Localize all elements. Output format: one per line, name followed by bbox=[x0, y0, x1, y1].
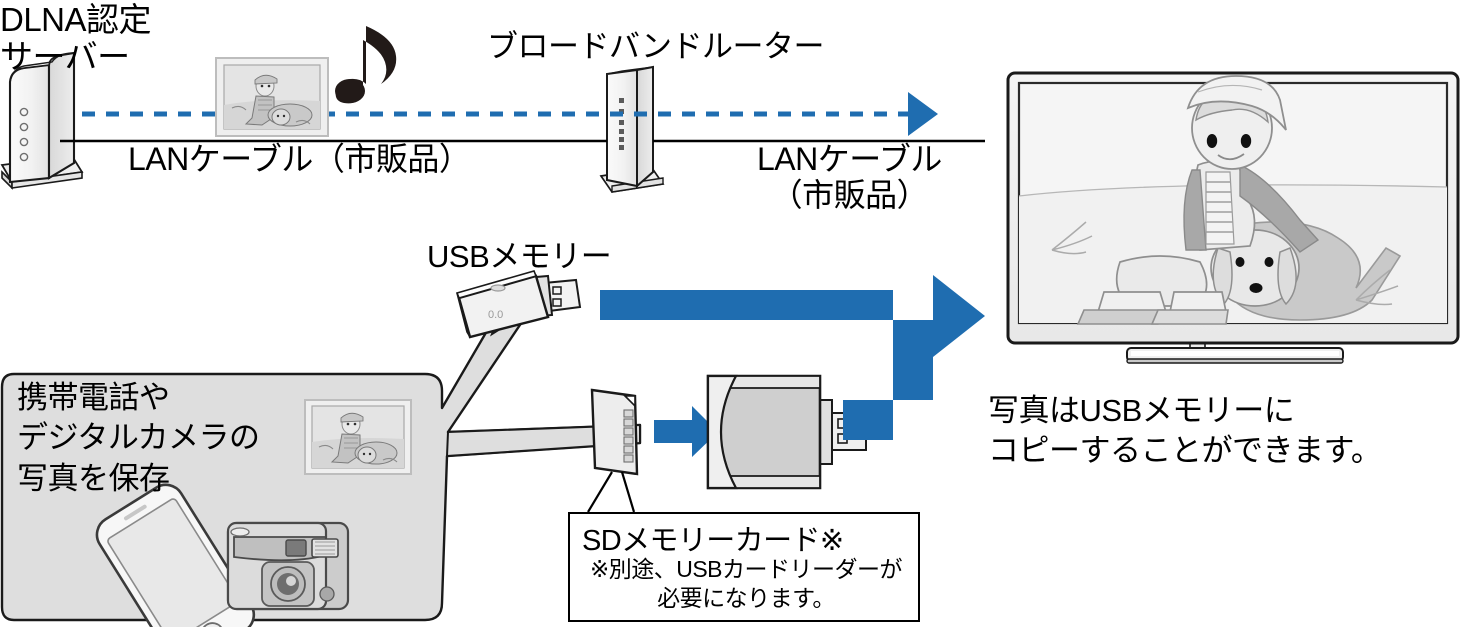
smartphone-icon bbox=[95, 483, 256, 627]
photo-thumbnail-icon bbox=[215, 57, 329, 137]
music-note-icon bbox=[335, 26, 397, 104]
dotted-data-flow-arrow bbox=[82, 92, 938, 136]
dlna-server-icon bbox=[0, 51, 84, 190]
usb-memory-label: USBメモリー bbox=[427, 239, 612, 274]
sd-card-note-label: ※別途、USBカードリーダーが 必要になります。 bbox=[589, 556, 903, 611]
lan-cable-right-label: LANケーブル （市販品） bbox=[757, 141, 942, 213]
sd-memory-card-icon bbox=[445, 388, 641, 513]
phone-camera-store-label: 携帯電話や デジタルカメラの 写真を保存 bbox=[17, 380, 260, 496]
broadband-router-label: ブロードバンドルーター bbox=[487, 29, 825, 64]
svg-text:0.0: 0.0 bbox=[488, 309, 503, 321]
lan-cable-left-label: LANケーブル（市販品） bbox=[128, 141, 471, 177]
blue-insert-arrow bbox=[654, 406, 718, 457]
usb-memory-stick-icon: 0.0 bbox=[455, 270, 582, 339]
sd-card-title-label: SDメモリーカード※ bbox=[582, 525, 844, 557]
blue-copy-flow-arrow bbox=[600, 275, 985, 440]
sd-card-callout-box: SDメモリーカード※ ※別途、USBカードリーダーが 必要になります。 bbox=[568, 512, 920, 622]
television-icon bbox=[1006, 71, 1460, 364]
tv-copy-note-label: 写真はUSBメモリーに コピーすることができます。 bbox=[988, 393, 1382, 468]
photo-thumbnail-in-balloon-icon bbox=[304, 399, 412, 475]
digital-camera-icon bbox=[226, 521, 350, 611]
dlna-server-label: DLNA認定 サーバー bbox=[0, 1, 152, 75]
broadband-router-icon bbox=[599, 65, 665, 193]
usb-card-reader-icon bbox=[706, 374, 867, 490]
